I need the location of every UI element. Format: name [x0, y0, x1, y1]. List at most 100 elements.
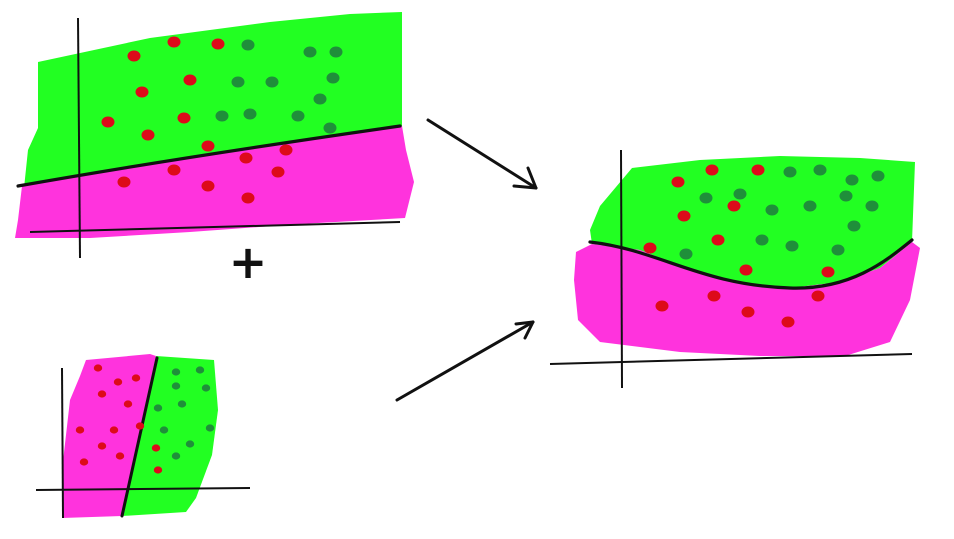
green-point — [201, 384, 211, 392]
red-point — [279, 144, 293, 156]
red-point — [211, 38, 225, 50]
red-point — [741, 306, 755, 318]
top-left-points — [101, 36, 343, 204]
green-point — [699, 192, 713, 204]
arrow-top-icon — [426, 118, 538, 190]
green-point — [755, 234, 769, 246]
red-point — [135, 86, 149, 98]
red-point — [93, 364, 103, 372]
red-point — [127, 50, 141, 62]
green-point — [845, 174, 859, 186]
red-point — [97, 390, 107, 398]
green-point — [241, 39, 255, 51]
red-point — [167, 164, 181, 176]
green-point — [733, 188, 747, 200]
red-point — [123, 400, 133, 408]
red-point — [821, 266, 835, 278]
red-point — [781, 316, 795, 328]
green-point — [303, 46, 317, 58]
red-point — [201, 180, 215, 192]
red-point — [141, 129, 155, 141]
red-point — [677, 210, 691, 222]
arrow-bottom-icon — [395, 320, 535, 402]
green-point — [171, 368, 181, 376]
green-point — [765, 204, 779, 216]
right-green-region — [590, 156, 915, 288]
bottom-left-x-axis — [35, 487, 251, 491]
green-point — [195, 366, 205, 374]
green-point — [679, 248, 693, 260]
red-point — [131, 374, 141, 382]
top-left-plot — [15, 12, 414, 259]
plus-sign: + — [229, 235, 268, 289]
red-point — [811, 290, 825, 302]
red-point — [239, 152, 253, 164]
green-point — [205, 424, 215, 432]
red-point — [751, 164, 765, 176]
green-point — [215, 110, 229, 122]
green-point — [231, 76, 245, 88]
red-point — [643, 242, 657, 254]
bottom-left-plot — [35, 354, 251, 519]
red-point — [135, 422, 145, 430]
green-point — [171, 452, 181, 460]
right-decision-boundary — [588, 238, 914, 290]
green-point — [243, 108, 257, 120]
green-point — [831, 244, 845, 256]
green-point — [177, 400, 187, 408]
right-plot — [549, 149, 920, 389]
green-point — [291, 110, 305, 122]
green-point — [185, 440, 195, 448]
green-point — [871, 170, 885, 182]
green-point — [313, 93, 327, 105]
top-left-magenta-region — [15, 126, 414, 238]
red-point — [711, 234, 725, 246]
top-left-y-axis — [77, 17, 81, 259]
green-point — [839, 190, 853, 202]
right-y-axis — [620, 149, 623, 389]
red-point — [739, 264, 753, 276]
red-point — [79, 458, 89, 466]
red-point — [153, 466, 163, 474]
red-point — [97, 442, 107, 450]
green-point — [159, 426, 169, 434]
green-point — [783, 166, 797, 178]
red-point — [183, 74, 197, 86]
red-point — [727, 200, 741, 212]
red-point — [271, 166, 285, 178]
green-point — [847, 220, 861, 232]
green-point — [326, 72, 340, 84]
red-point — [705, 164, 719, 176]
red-point — [75, 426, 85, 434]
red-point — [177, 112, 191, 124]
bottom-left-magenta-region — [62, 354, 156, 518]
red-point — [115, 452, 125, 460]
green-point — [813, 164, 827, 176]
red-point — [671, 176, 685, 188]
top-left-decision-boundary — [16, 124, 402, 188]
red-point — [707, 290, 721, 302]
red-point — [151, 444, 161, 452]
green-point — [329, 46, 343, 58]
red-point — [167, 36, 181, 48]
red-point — [201, 140, 215, 152]
top-left-x-axis — [29, 221, 401, 233]
green-point — [785, 240, 799, 252]
red-point — [113, 378, 123, 386]
red-point — [101, 116, 115, 128]
right-x-axis — [549, 353, 913, 365]
right-points — [643, 164, 885, 328]
bottom-left-points — [75, 364, 215, 474]
green-point — [171, 382, 181, 390]
right-magenta-region — [574, 242, 920, 356]
green-point — [153, 404, 163, 412]
green-point — [865, 200, 879, 212]
green-point — [265, 76, 279, 88]
green-point — [323, 122, 337, 134]
green-point — [803, 200, 817, 212]
red-point — [117, 176, 131, 188]
red-point — [241, 192, 255, 204]
bottom-left-green-region — [122, 356, 218, 516]
red-point — [655, 300, 669, 312]
